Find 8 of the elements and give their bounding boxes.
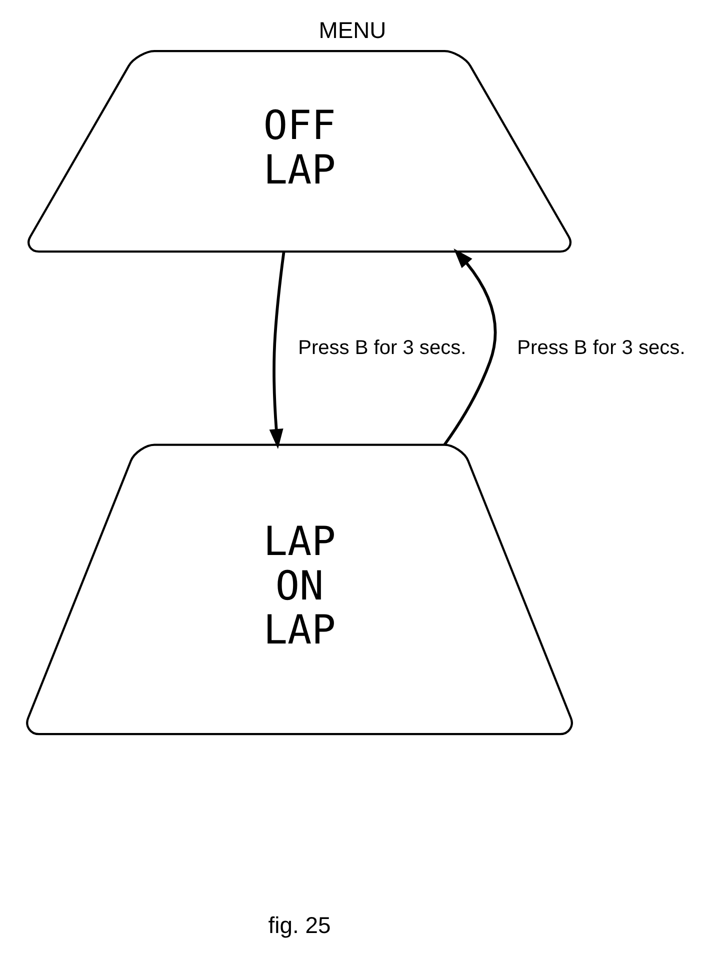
caption: fig. 25 bbox=[268, 912, 330, 938]
edge-label: Press B for 3 secs. bbox=[298, 337, 466, 360]
node-ellipse: LAP ON LAP bbox=[26, 444, 572, 736]
diagram-title: MENU bbox=[318, 16, 386, 43]
arrow bbox=[442, 248, 496, 446]
node-ellipse: OFF LAP bbox=[27, 50, 571, 253]
edge-label: Press B for 3 secs. bbox=[516, 337, 685, 360]
arrow bbox=[268, 251, 285, 450]
